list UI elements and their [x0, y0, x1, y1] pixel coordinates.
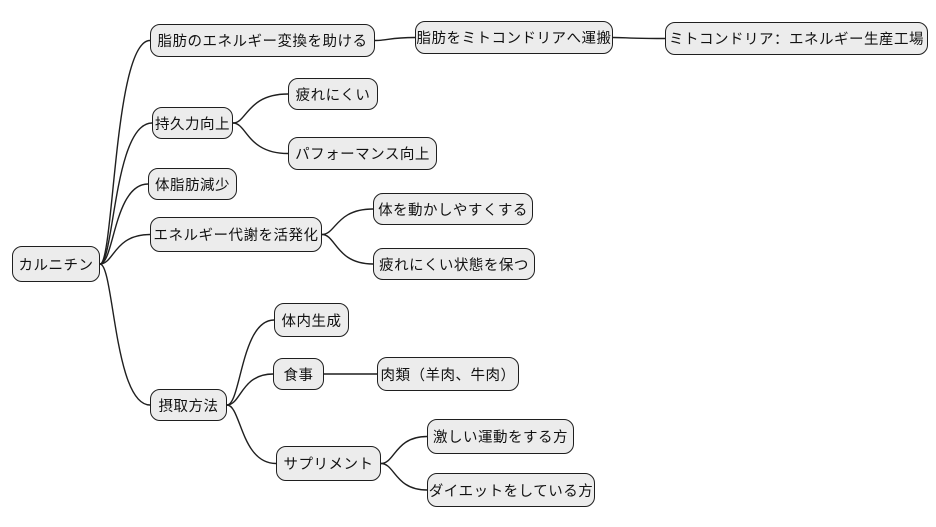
edge-supplement-to-hard-exercise: [380, 435, 428, 465]
mindmap-node-hard-exercise: 激しい運動をする方: [427, 419, 574, 454]
edge-fat-transport-to-mitochondria: [612, 36, 666, 40]
edge-intake-to-meal: [226, 373, 274, 406]
edge-root-to-intake: [99, 263, 151, 406]
edge-energy-to-easy-move: [321, 208, 374, 236]
edge-root-to-energy: [99, 233, 151, 265]
mindmap-node-internal: 体内生成: [274, 303, 349, 337]
mindmap-node-fat: 脂肪のエネルギー変換を助ける: [150, 24, 375, 57]
mindmap-node-meal: 食事: [273, 358, 324, 390]
edge-endurance-to-no-fatigue: [232, 93, 289, 124]
edge-energy-to-stay-fresh: [321, 233, 374, 265]
mindmap-node-root: カルニチン: [12, 246, 100, 282]
mindmap-node-body-fat: 体脂肪減少: [148, 168, 237, 200]
mindmap-node-meat: 肉類（羊肉、牛肉）: [377, 357, 519, 391]
edge-root-to-endurance: [99, 122, 153, 265]
edge-intake-to-supplement: [226, 404, 277, 465]
mindmap-node-supplement: サプリメント: [276, 446, 381, 481]
edge-supplement-to-dieting: [380, 462, 428, 491]
mindmap-node-stay-fresh: 疲れにくい状態を保つ: [373, 248, 535, 280]
mindmap-node-endurance: 持久力向上: [152, 107, 233, 139]
edge-endurance-to-performance: [232, 122, 289, 155]
mindmap-node-easy-move: 体を動かしやすくする: [373, 193, 533, 225]
mindmap-node-fat-transport: 脂肪をミトコンドリアへ運搬: [415, 21, 613, 54]
edge-intake-to-internal: [226, 319, 275, 406]
mindmap-node-energy: エネルギー代謝を活発化: [150, 217, 322, 252]
mindmap-node-intake: 摂取方法: [150, 389, 227, 421]
mindmap-node-performance: パフォーマンス向上: [288, 137, 437, 170]
mindmap-node-dieting: ダイエットをしている方: [427, 473, 595, 507]
edge-root-to-fat: [99, 39, 151, 265]
mindmap-node-no-fatigue: 疲れにくい: [288, 78, 378, 110]
mindmap-node-mitochondria: ミトコンドリア：エネルギー生産工場: [665, 22, 928, 55]
edge-fat-to-fat-transport: [374, 36, 416, 42]
edge-root-to-body-fat: [99, 183, 149, 265]
